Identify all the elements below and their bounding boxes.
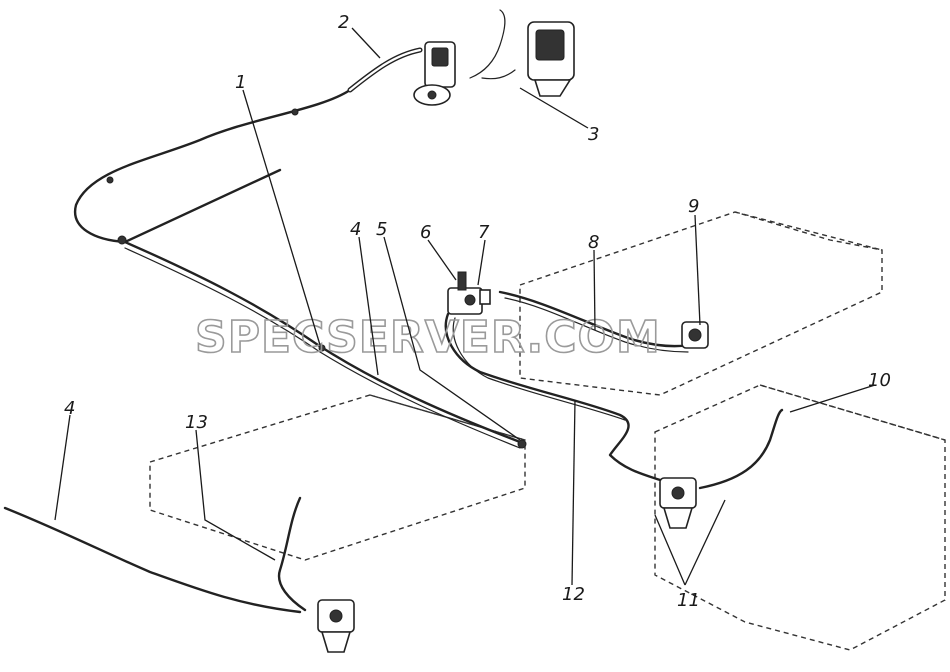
callout-10: 10: [868, 370, 891, 391]
callout-12: 12: [562, 584, 585, 605]
line-13: [277, 496, 307, 612]
fuel-pump-hose: [347, 47, 423, 93]
callout-6: 6: [420, 222, 431, 243]
pipe-clip: [318, 344, 326, 352]
cross-line-12: [444, 312, 662, 482]
sediment-filter-right: [659, 477, 697, 529]
leader-lines: [54, 27, 876, 586]
callout-2: 2: [338, 12, 349, 33]
line-10: [698, 408, 784, 490]
tank-line-8: [498, 290, 692, 353]
return-line-left: [3, 506, 302, 614]
tank-sensor: [681, 321, 709, 349]
callouts: 1 2 3 4 4 5 6 7 8 9 10 11 12 13: [64, 12, 891, 611]
callout-1: 1: [235, 72, 246, 93]
callout-13: 13: [185, 412, 208, 433]
fuel-tap-valve: [447, 271, 491, 315]
sediment-filter-left: [317, 599, 355, 653]
callout-8: 8: [588, 232, 599, 253]
pipe-clip: [291, 108, 299, 116]
callout-5: 5: [376, 219, 387, 240]
fine-filter-line: [469, 9, 516, 80]
fuel-tank-lower-right: [654, 384, 946, 651]
fuel-pump: [413, 41, 456, 106]
watermark: SPECSERVER.COM: [195, 312, 661, 363]
fuel-tank-lower-left: [149, 394, 526, 561]
fine-fuel-filter: [527, 21, 575, 97]
pipe-clip: [117, 235, 127, 245]
callout-4-lower: 4: [64, 398, 75, 419]
callout-9: 9: [688, 196, 699, 217]
callout-4-upper: 4: [350, 219, 361, 240]
callout-3: 3: [588, 124, 599, 145]
callout-11: 11: [677, 590, 700, 611]
fuel-tank-upper-right: [519, 211, 883, 396]
main-fuel-line: [73, 88, 527, 449]
callout-7: 7: [478, 222, 490, 243]
pipe-tee: [517, 439, 527, 449]
pipe-clip: [106, 176, 114, 184]
